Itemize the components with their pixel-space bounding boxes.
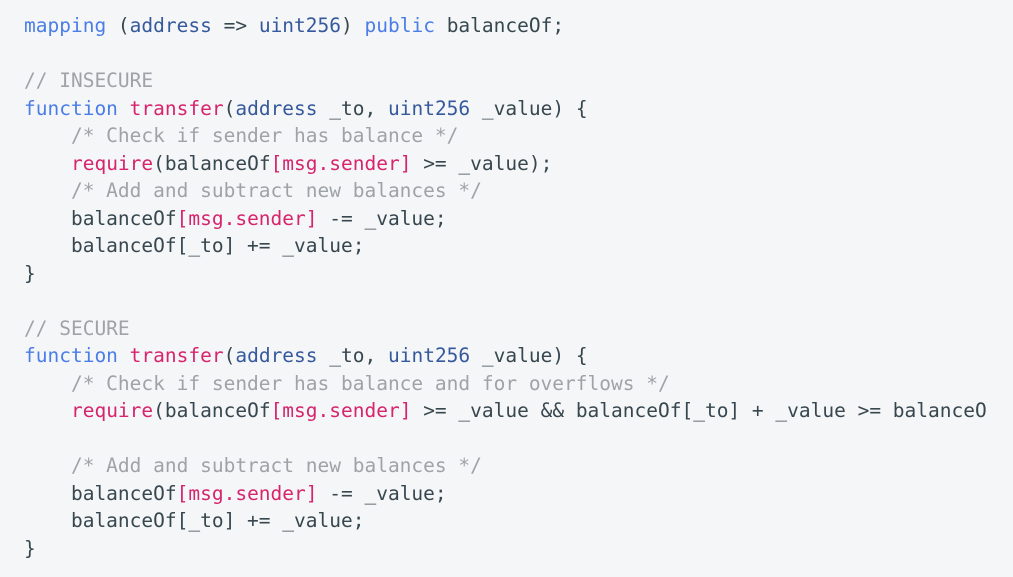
code-token-type_name: address <box>235 96 318 120</box>
code-line: /* Check if sender has balance and for o… <box>24 370 1013 398</box>
code-token-keyword: function <box>24 96 118 120</box>
code-token-default <box>24 399 71 422</box>
code-token-comment: // SECURE <box>24 316 130 340</box>
code-token-keyword: function <box>24 344 118 367</box>
code-token-default <box>118 344 130 367</box>
code-token-comment: /* Add and subtract new balances */ <box>24 454 482 477</box>
code-line: } <box>24 535 1013 563</box>
code-line <box>24 40 1013 68</box>
code-line: /* Add and subtract new balances */ <box>24 452 1013 480</box>
code-token-default: balanceOf[_to] += _value; <box>24 234 365 257</box>
code-line: mapping (address => uint256) public bala… <box>24 12 1013 40</box>
code-token-function_name: transfer <box>129 344 224 367</box>
code-line: balanceOf[_to] += _value; <box>24 507 1013 535</box>
code-token-default: balanceOf <box>24 481 177 505</box>
code-token-default: -= _value; <box>317 206 447 230</box>
code-line: balanceOf[msg.sender] -= _value; <box>24 480 1013 508</box>
code-line: } <box>24 260 1013 288</box>
code-token-comment: // INSECURE <box>24 69 154 92</box>
code-token-function_name: [msg.sender] <box>270 399 412 422</box>
code-token-function_name: transfer <box>129 96 224 120</box>
code-token-default: _value) { <box>470 96 588 120</box>
code-line: function transfer(address _to, uint256 _… <box>24 342 1013 370</box>
code-token-default: >= _value && balanceOf[_to] + _value >= … <box>411 399 987 422</box>
code-token-default: ( <box>223 96 236 120</box>
code-token-default: (balanceOf <box>153 399 271 422</box>
code-line: /* Check if sender has balance */ <box>24 122 1013 150</box>
code-token-keyword: public <box>364 14 435 37</box>
code-token-default: } <box>24 261 36 285</box>
code-token-comment: /* Check if sender has balance */ <box>24 124 459 147</box>
code-token-default: -= _value; <box>317 481 447 505</box>
code-line: function transfer(address _to, uint256 _… <box>24 95 1013 123</box>
code-token-default: } <box>24 536 36 560</box>
code-line: // SECURE <box>24 315 1013 343</box>
code-token-default: balanceOf[_to] += _value; <box>24 509 365 532</box>
code-line: /* Add and subtract new balances */ <box>24 177 1013 205</box>
code-token-default: >= _value); <box>411 151 553 175</box>
code-line <box>24 425 1013 453</box>
code-token-default: ( <box>106 14 130 37</box>
code-token-default: ( <box>223 344 236 367</box>
code-line <box>24 287 1013 315</box>
code-token-keyword: mapping <box>24 14 107 37</box>
code-token-default: ) <box>341 14 365 37</box>
code-token-default <box>118 97 130 120</box>
code-token-default: => <box>211 14 259 37</box>
code-token-default: balanceOf; <box>434 14 565 37</box>
code-token-function_name: [msg.sender] <box>176 481 318 505</box>
code-line: balanceOf[msg.sender] -= _value; <box>24 205 1013 233</box>
code-token-type_name: uint256 <box>387 344 471 367</box>
code-token-default: balanceOf <box>24 206 177 230</box>
code-line: require(balanceOf[msg.sender] >= _value … <box>24 397 1013 425</box>
code-token-type_name: uint256 <box>387 96 471 120</box>
code-token-default: _to, <box>317 344 388 367</box>
code-token-comment: /* Check if sender has balance and for o… <box>24 371 670 395</box>
code-line: // INSECURE <box>24 67 1013 95</box>
code-token-function_name: require <box>70 151 154 175</box>
code-token-type_name: address <box>235 344 318 367</box>
code-token-default: (balanceOf <box>153 151 271 175</box>
code-token-default: _to, <box>317 96 388 120</box>
code-token-function_name: [msg.sender] <box>270 151 412 175</box>
code-token-type_name: uint256 <box>258 14 342 37</box>
code-token-default: _value) { <box>470 344 588 367</box>
code-token-type_name: address <box>129 14 212 37</box>
code-token-comment: /* Add and subtract new balances */ <box>24 179 482 202</box>
code-token-function_name: [msg.sender] <box>176 206 318 230</box>
code-token-function_name: require <box>70 399 154 422</box>
code-token-default <box>24 152 71 175</box>
code-line: require(balanceOf[msg.sender] >= _value)… <box>24 150 1013 178</box>
code-line: balanceOf[_to] += _value; <box>24 232 1013 260</box>
